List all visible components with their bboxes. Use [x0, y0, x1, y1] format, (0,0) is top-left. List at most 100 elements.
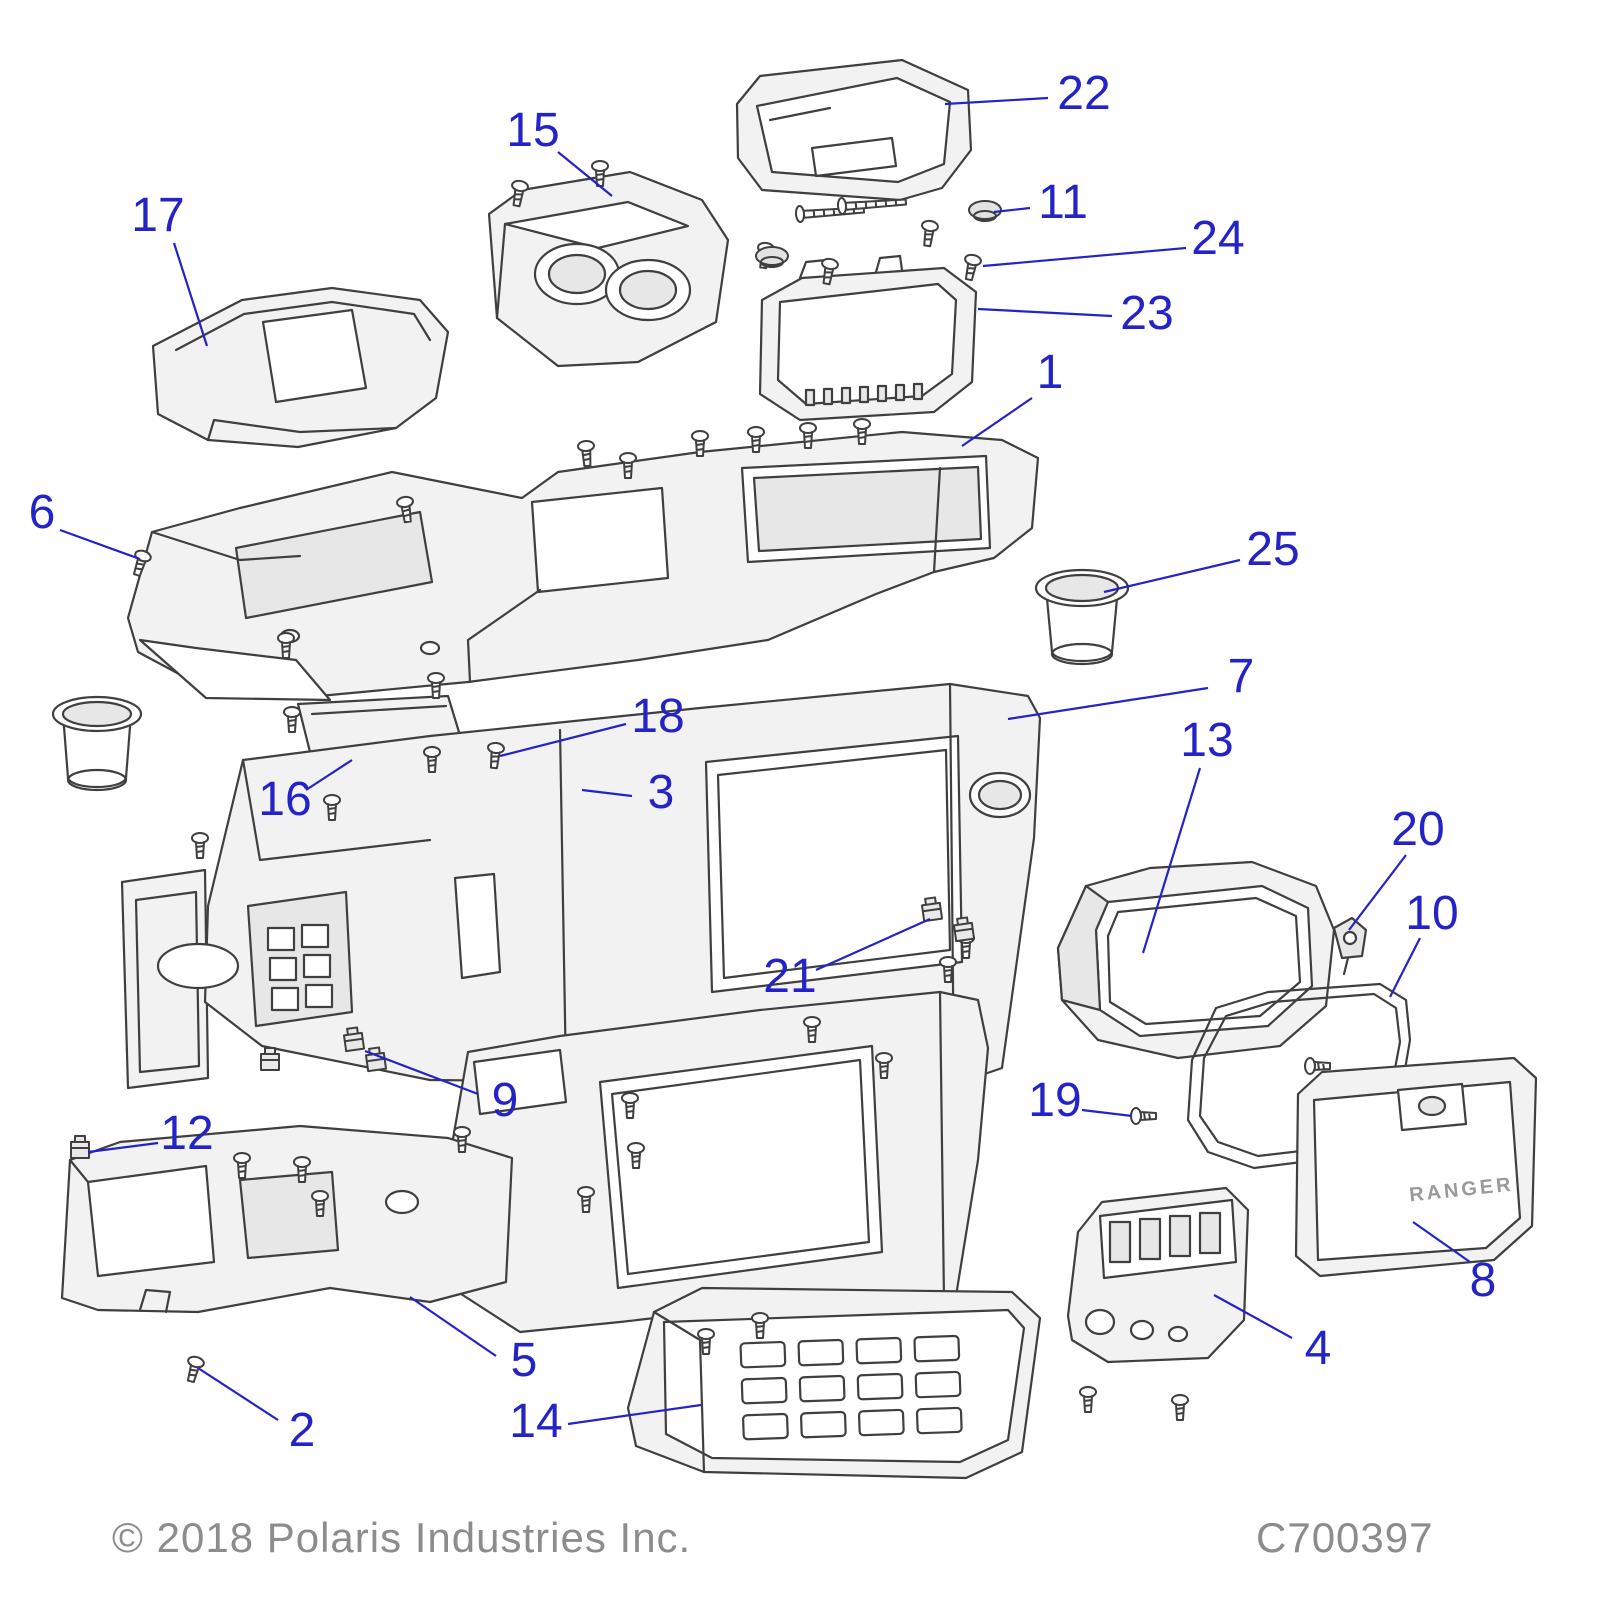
screw-icon [803, 1016, 821, 1043]
callout-6: 6 [29, 486, 56, 539]
screw-icon [1079, 1386, 1097, 1413]
callout-25: 25 [1246, 523, 1299, 576]
leader-line-11 [993, 206, 1031, 214]
callout-12: 12 [160, 1107, 213, 1160]
leader-line-8 [1412, 1221, 1471, 1263]
callout-1: 1 [1037, 346, 1064, 399]
screw-icon [875, 1052, 893, 1079]
leader-line-14 [567, 1403, 702, 1426]
part-9-clip [342, 1026, 366, 1053]
callout-22: 22 [1057, 67, 1110, 120]
screw-icon [191, 832, 209, 859]
screw-icon [293, 1156, 311, 1183]
callout-14: 14 [509, 1395, 562, 1448]
callout-10: 10 [1405, 887, 1458, 940]
part-20-latch [1332, 916, 1368, 976]
part-21-clip [920, 896, 944, 923]
screw-icon [577, 1186, 595, 1213]
screw-icon [577, 439, 595, 468]
leader-line-12 [87, 1141, 159, 1154]
cup-holder-left [51, 695, 143, 792]
leader-line-24 [982, 246, 1187, 268]
part-17-instrument-hood [151, 286, 450, 449]
callout-18: 18 [631, 690, 684, 743]
callout-19: 19 [1028, 1074, 1081, 1127]
screw-icon [747, 426, 765, 453]
screw-icon [453, 1126, 471, 1153]
leader-line-7 [1007, 686, 1209, 721]
plug-icon [754, 246, 789, 268]
callout-9: 9 [492, 1074, 519, 1127]
leader-line-9 [364, 1049, 479, 1096]
screw-icon [233, 1152, 251, 1179]
screw-icon [423, 746, 441, 773]
leader-line-4 [1213, 1294, 1293, 1339]
leader-line-25 [1103, 558, 1241, 594]
leader-line-17 [172, 242, 209, 347]
screw-icon [619, 452, 637, 479]
screw-icon [283, 706, 301, 733]
part-5-lower-left-panel [60, 1124, 514, 1314]
screw-icon [627, 1142, 645, 1169]
bolt-icon [837, 197, 908, 215]
screw-icon [311, 1190, 329, 1217]
part-25-cup-holder [1034, 568, 1130, 666]
callout-8: 8 [1470, 1254, 1497, 1307]
leader-line-20 [1348, 854, 1407, 931]
callouts: 1234567891011121314151617181920212223242… [29, 67, 1497, 1457]
callout-17: 17 [131, 189, 184, 242]
screw-icon [621, 1092, 639, 1119]
leader-line-10 [1389, 937, 1421, 998]
exploded-parts-art: RANGER [51, 58, 1538, 1480]
callout-13: 13 [1180, 714, 1233, 767]
screw-icon [1304, 1057, 1331, 1075]
part-1-upper-dash [126, 430, 1040, 702]
callout-5: 5 [511, 1334, 538, 1387]
fasteners [70, 160, 1331, 1421]
part-21-clip [952, 916, 976, 943]
part-4-switch-panel [1066, 1186, 1250, 1364]
callout-20: 20 [1391, 803, 1444, 856]
diagram-code: C700397 [1256, 1514, 1433, 1561]
callout-23: 23 [1120, 287, 1173, 340]
part-12-clip [70, 1135, 90, 1159]
leader-line-3 [581, 788, 633, 798]
callout-7: 7 [1228, 650, 1255, 703]
part-11-plug [967, 200, 1002, 222]
part-23-storage-bin [758, 254, 978, 422]
screw-icon [751, 1312, 769, 1339]
screw-icon [939, 956, 957, 983]
screw-icon [427, 672, 445, 699]
screw-icon [277, 632, 295, 659]
part-24-screw [964, 253, 982, 282]
part-15-cupholder-pod [487, 170, 730, 368]
part-13-gauge-pod [1056, 860, 1336, 1060]
part-19-screw [1130, 1107, 1157, 1125]
leader-line-19 [1081, 1108, 1133, 1118]
part-22-storage-lid [735, 58, 973, 202]
callout-15: 15 [506, 104, 559, 157]
leader-line-23 [977, 307, 1113, 318]
callout-21: 21 [763, 950, 816, 1003]
screw-icon [487, 741, 505, 770]
callout-2: 2 [289, 1404, 316, 1457]
leader-line-5 [409, 1296, 497, 1357]
part-8-glovebox-door: RANGER [1294, 1056, 1538, 1278]
copyright-text: © 2018 Polaris Industries Inc. [112, 1514, 691, 1561]
screw-icon [323, 794, 341, 821]
leader-line-2 [197, 1367, 279, 1421]
callout-3: 3 [648, 766, 675, 819]
screw-icon [921, 219, 939, 248]
callout-16: 16 [258, 773, 311, 826]
leader-line-6 [59, 528, 141, 561]
screw-icon [396, 495, 414, 524]
leader-line-15 [557, 151, 613, 197]
leader-line-1 [961, 397, 1033, 447]
part-7-mid-dash [120, 682, 1042, 1090]
lower-dash-panel [446, 990, 990, 1334]
screw-icon [1171, 1394, 1189, 1421]
leader-line-22 [944, 96, 1049, 106]
part-14-vent-panel [626, 1286, 1042, 1480]
